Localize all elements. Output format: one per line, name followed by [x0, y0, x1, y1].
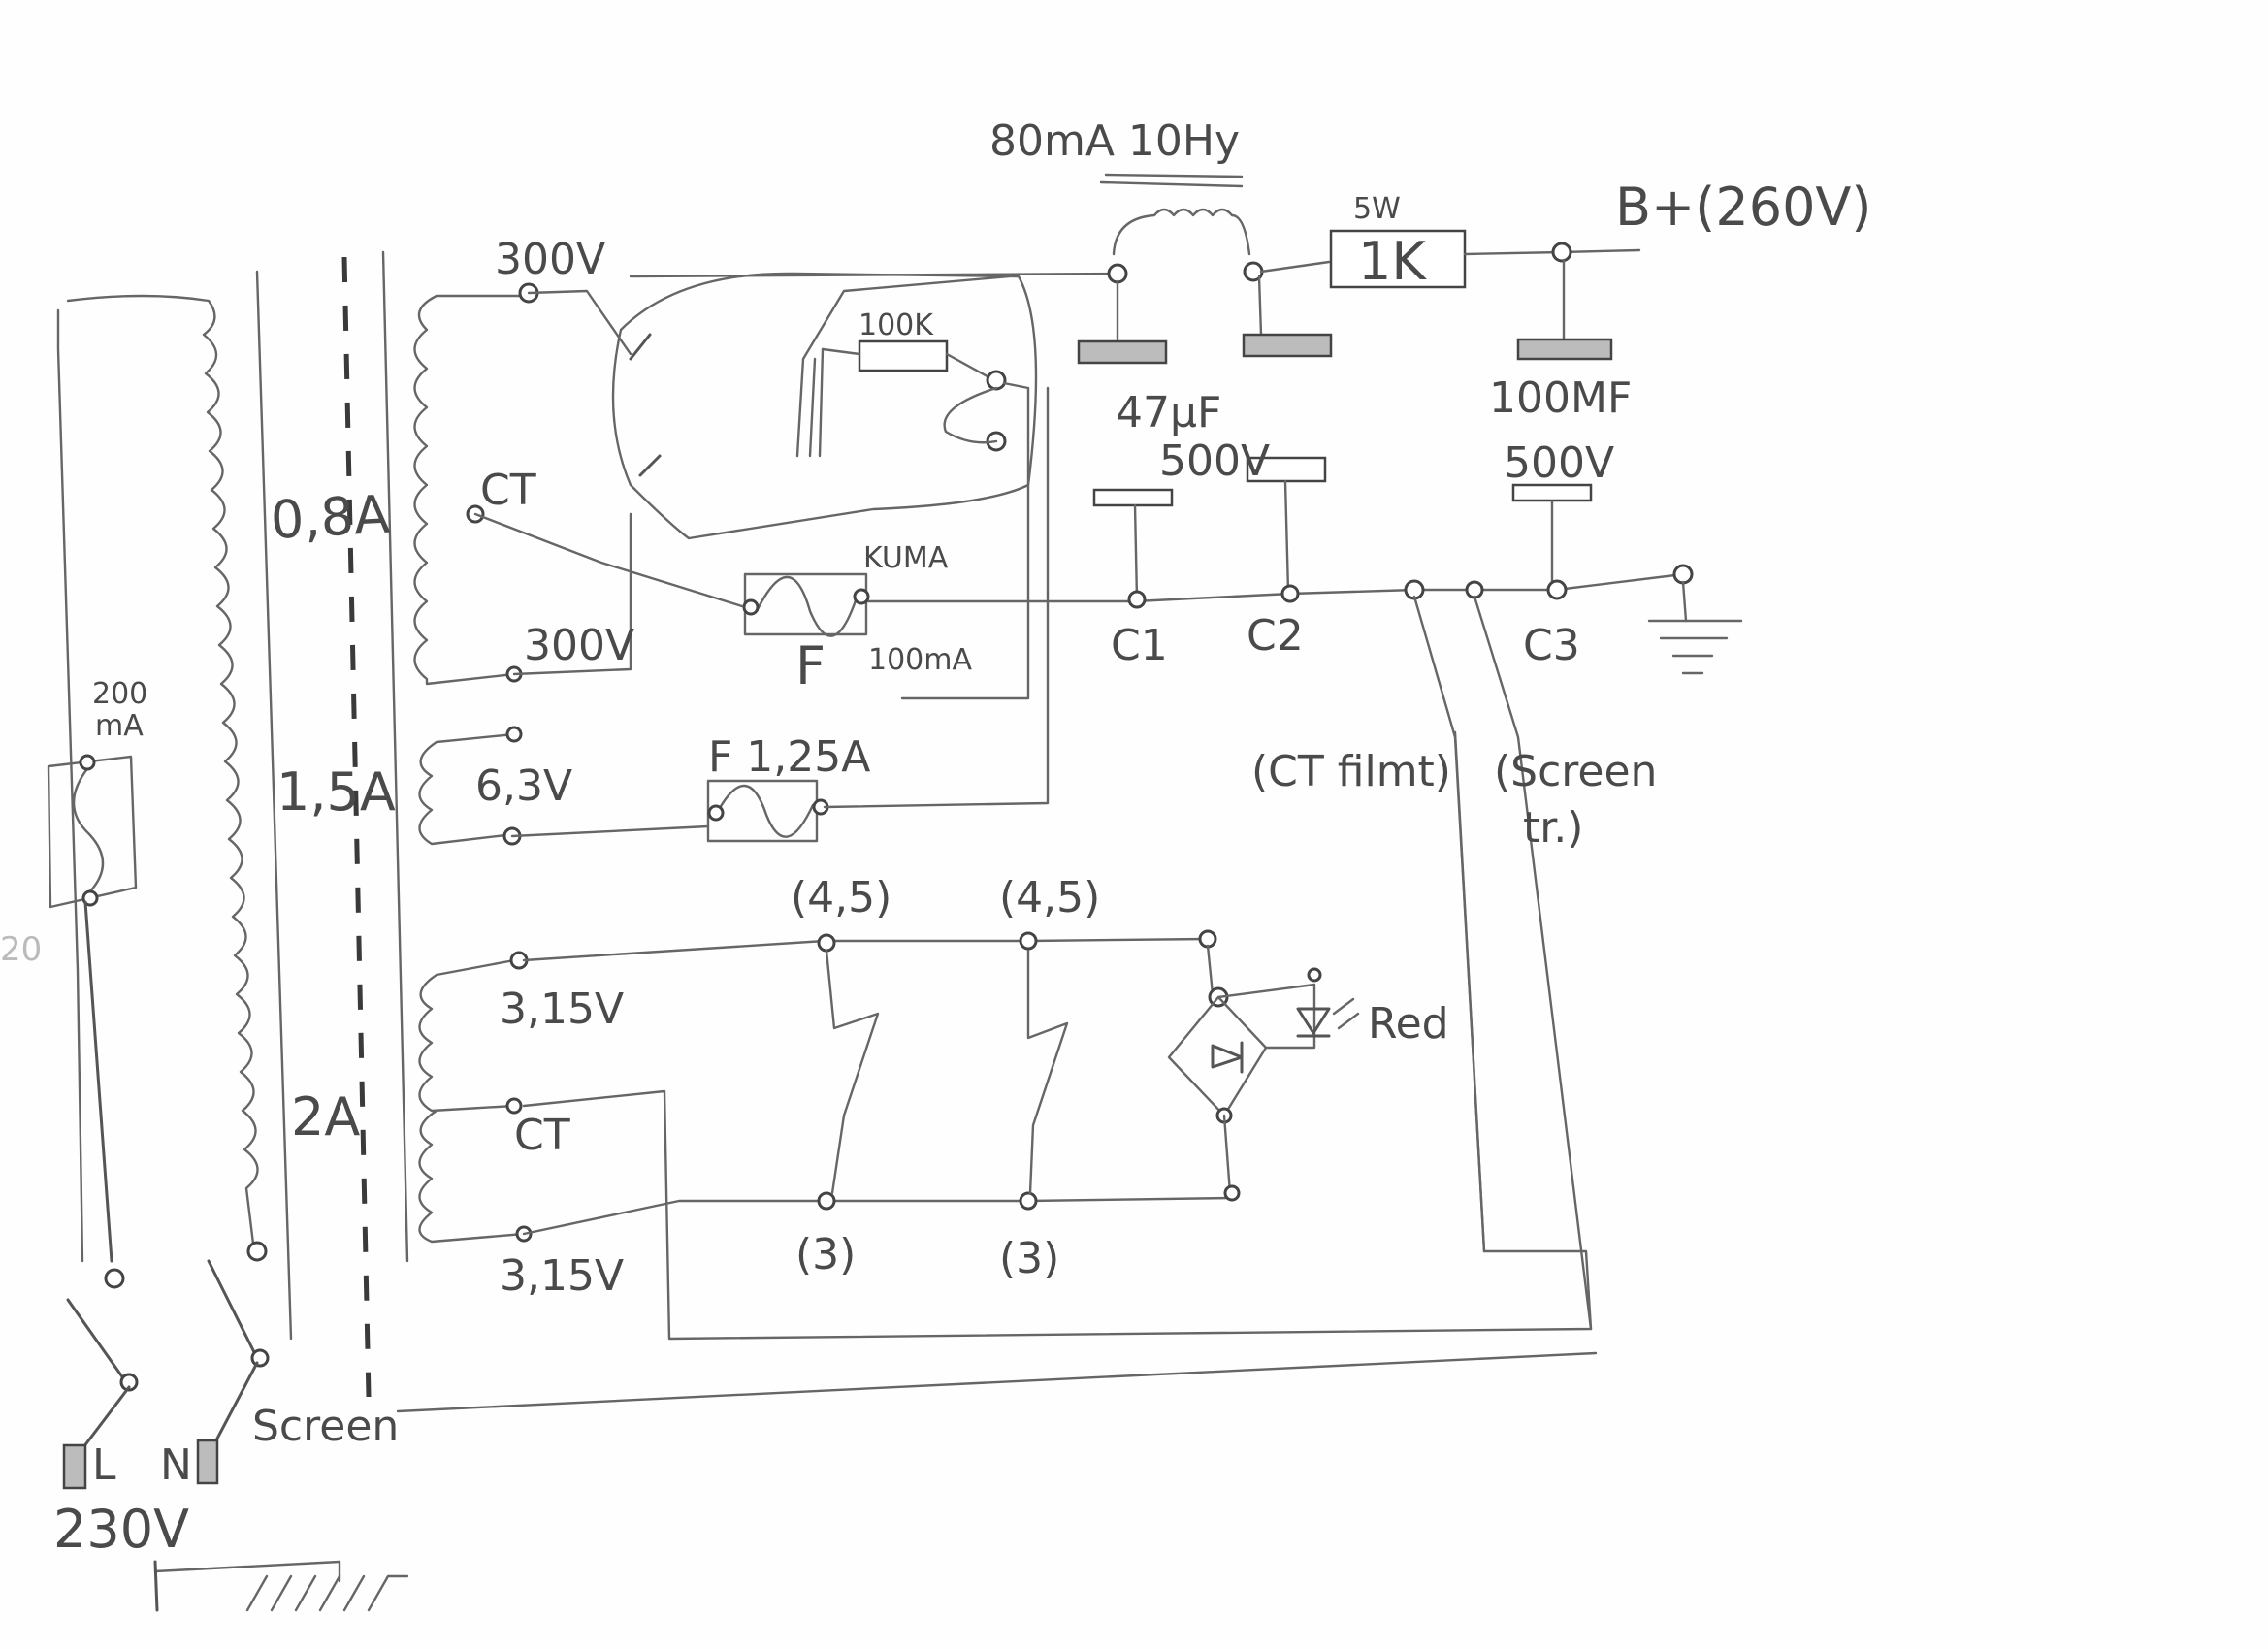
filter-capacitors — [1077, 258, 1613, 601]
filament-63v-label: 6,3V — [475, 761, 572, 811]
tap-45-a-label: (4,5) — [791, 873, 891, 922]
cap-100-voltage-label: 500V — [1504, 438, 1614, 488]
c3-label: C3 — [1523, 621, 1580, 670]
fuse-f-label: F — [795, 635, 826, 696]
primary-fuse-label-2: mA — [95, 709, 144, 743]
cap-47-voltage-label: 500V — [1159, 436, 1270, 486]
mains-l-label: L — [92, 1440, 116, 1490]
primary-fuse-label-1: 200 — [92, 677, 147, 711]
screen-tr-label-1: (Screen — [1494, 747, 1657, 796]
return-wires — [396, 595, 1598, 1413]
cap-47-label: 47µF — [1116, 388, 1221, 437]
chassis-ground — [153, 1560, 409, 1612]
labels: 80mA 10Hy 5W 1K B+(260V) 300V CT 300V 10… — [0, 116, 1871, 1560]
primary-fuse — [47, 754, 138, 909]
fuse-kuma-label: KUMA — [863, 541, 949, 575]
filament-315-bottom-label: 3,15V — [500, 1251, 624, 1301]
current-2a-label: 2A — [291, 1086, 360, 1148]
resistor-1k — [1329, 229, 1641, 289]
filament-315-top-label: 3,15V — [500, 985, 624, 1034]
filament-ct-label: CT — [514, 1111, 570, 1160]
tap-45-b-label: (4,5) — [999, 873, 1100, 922]
resistor-value-label: 1K — [1358, 231, 1427, 292]
c1-label: C1 — [1111, 621, 1168, 670]
resistor-power-label: 5W — [1353, 192, 1401, 226]
fuse-100ma-label: 100mA — [868, 643, 972, 677]
tap-3-b-label: (3) — [999, 1234, 1059, 1283]
current-08a-label: 0,8A — [269, 484, 391, 551]
ct-filament-label: (CT filmt) — [1251, 747, 1451, 796]
transformer-core — [255, 250, 409, 1398]
filter-choke — [629, 173, 1331, 284]
ground-rail — [866, 564, 1743, 675]
fuse-125a-label: F 1,25A — [708, 732, 870, 782]
tap-3-a-label: (3) — [795, 1230, 856, 1279]
cap-100-label: 100MF — [1489, 373, 1632, 423]
resistor-100k-label: 100K — [859, 308, 934, 342]
hv-top-label: 300V — [495, 235, 605, 284]
fuse-100ma — [473, 512, 870, 637]
current-15a-label: 1,5A — [276, 761, 396, 823]
stray-20-label: 20 — [0, 930, 42, 969]
filament-63v — [418, 386, 1050, 846]
screen-label: Screen — [252, 1402, 399, 1451]
c2-label: C2 — [1247, 611, 1304, 661]
screen-tr-label-2: tr.) — [1523, 803, 1583, 853]
mains-voltage-label: 230V — [53, 1499, 189, 1560]
choke-rating-label: 80mA 10Hy — [989, 116, 1240, 166]
led-red-label: Red — [1368, 999, 1449, 1049]
b-plus-label: B+(260V) — [1615, 177, 1871, 238]
mains-n-label: N — [160, 1440, 192, 1490]
hv-ct-label: CT — [480, 466, 536, 515]
led-bridge — [1167, 929, 1360, 1202]
mains-switches — [62, 900, 270, 1490]
primary-winding — [56, 294, 259, 1263]
hv-bottom-label: 300V — [524, 621, 634, 670]
